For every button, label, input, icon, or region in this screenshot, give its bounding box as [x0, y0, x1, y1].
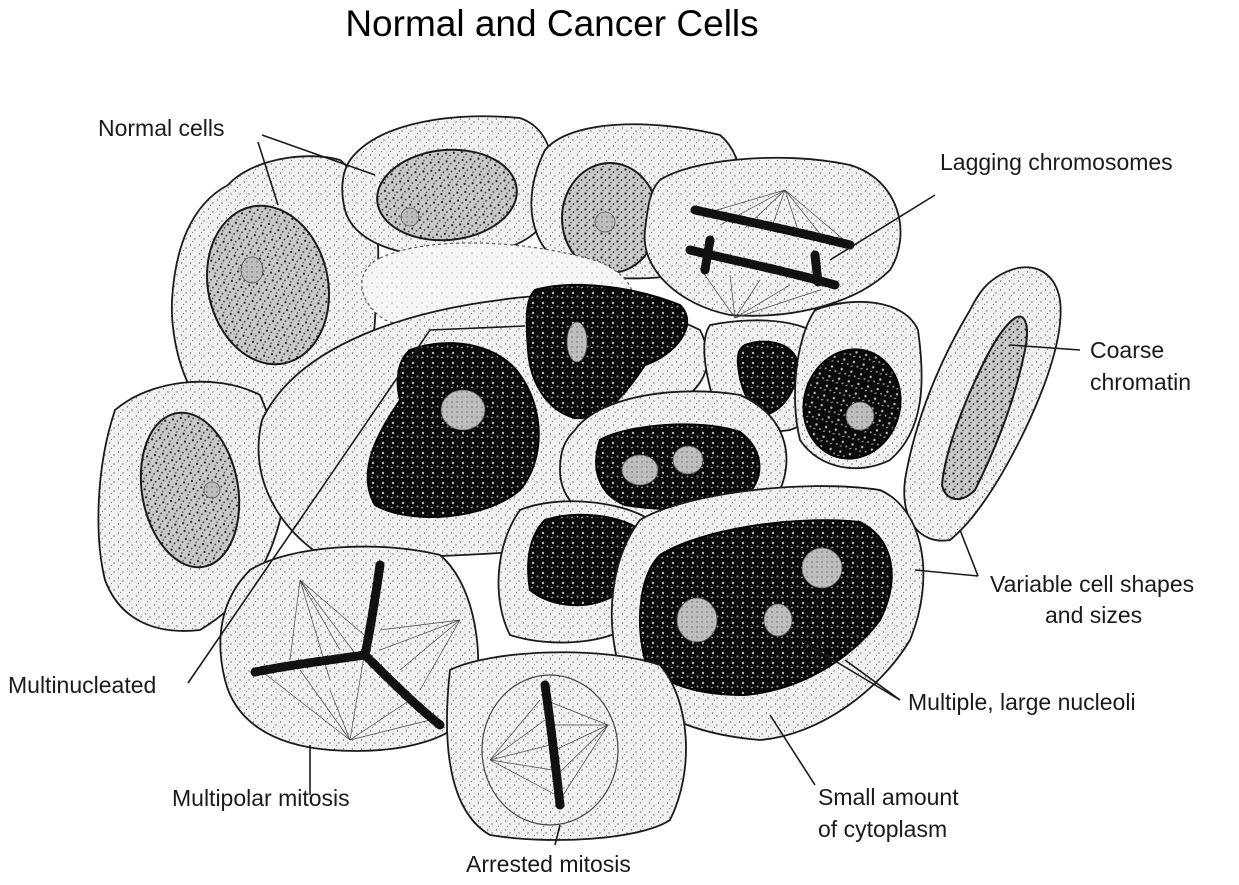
label-coarse-chromatin-line1: Coarse [1090, 337, 1164, 363]
figure-title: Normal and Cancer Cells [345, 3, 758, 44]
lagging-chromosome-cell [645, 158, 901, 316]
label-variable-shapes-line1: Variable cell shapes [990, 571, 1194, 597]
label-small-cytoplasm-line1: Small amount [818, 784, 959, 810]
label-variable-shapes-line2: and sizes [1045, 602, 1142, 628]
label-multiple-nucleoli: Multiple, large nucleoli [908, 689, 1136, 715]
nucleolus [846, 402, 874, 430]
arrested-mitosis-cell [447, 652, 686, 840]
nucleolus [401, 208, 419, 226]
nucleolus [677, 598, 717, 642]
label-small-cytoplasm-line2: of cytoplasm [818, 816, 947, 842]
nucleolus [673, 446, 703, 474]
nucleolus [764, 604, 792, 636]
label-lagging-chromosomes: Lagging chromosomes [940, 149, 1173, 175]
label-normal-cells: Normal cells [98, 115, 225, 141]
label-coarse-chromatin-line2: chromatin [1090, 369, 1191, 395]
nucleolus [802, 548, 842, 588]
nucleolus [241, 257, 263, 283]
nucleolus [567, 322, 587, 362]
nucleolus [441, 390, 485, 430]
nucleolus [595, 212, 615, 232]
label-multipolar-mitosis: Multipolar mitosis [172, 785, 350, 811]
label-multinucleated: Multinucleated [8, 672, 156, 698]
nucleolus [622, 455, 658, 485]
label-arrested-mitosis: Arrested mitosis [466, 851, 631, 877]
nucleolus [204, 482, 220, 498]
